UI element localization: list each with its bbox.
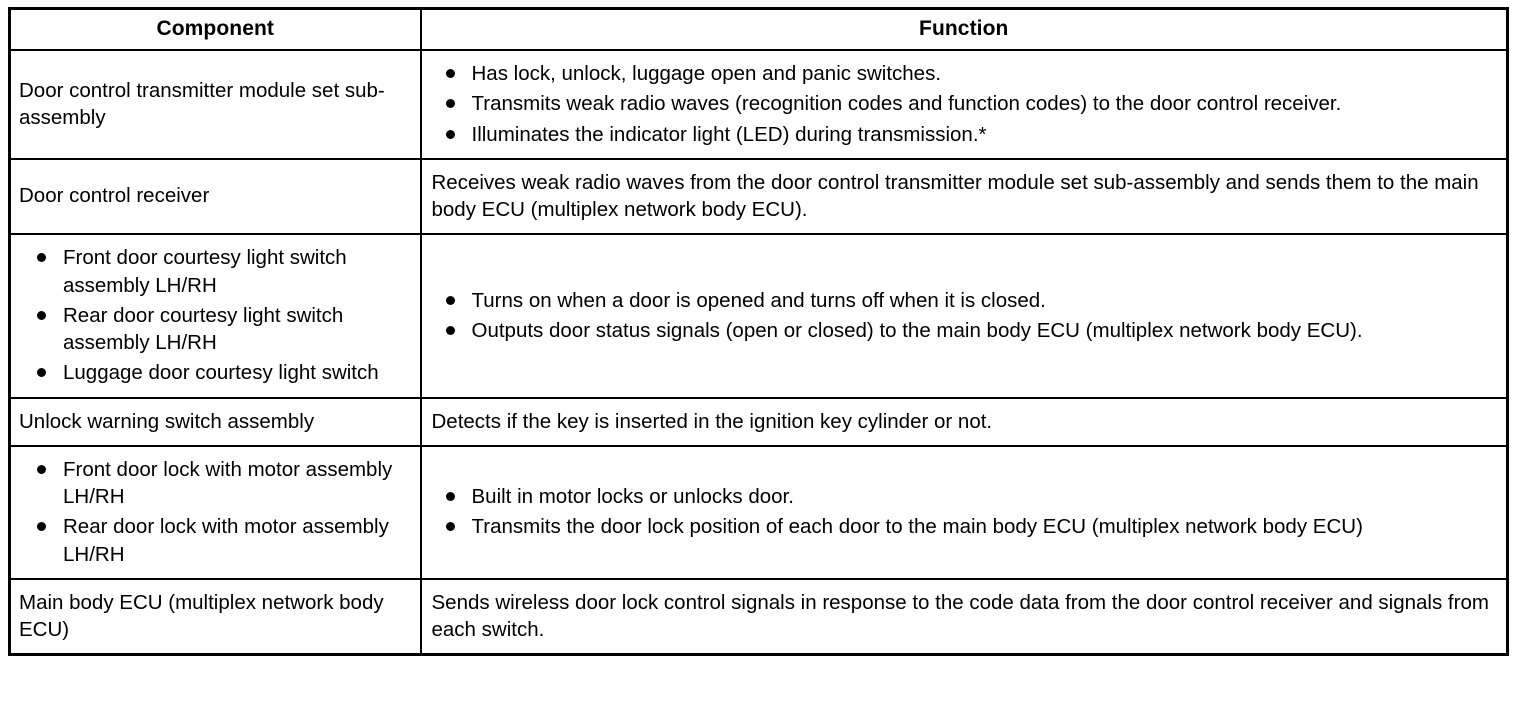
column-header-component: Component [8, 7, 422, 51]
bullet-icon [37, 522, 46, 532]
table-header: Component Function [8, 7, 1509, 51]
table-row: Front door lock with motor assembly LH/R… [8, 444, 1509, 580]
cell-component: Front door courtesy light switch assembl… [8, 233, 422, 399]
list-item-label: Built in motor locks or unlocks door. [471, 485, 794, 508]
table-row: Front door courtesy light switch assembl… [8, 233, 1509, 399]
list-item-label: Turns on when a door is opened and turns… [471, 288, 1046, 312]
table-row: Main body ECU (multiplex network body EC… [8, 577, 1509, 656]
list-item: Has lock, unlock, luggage open and panic… [432, 60, 1497, 87]
list-item-label: Front door courtesy light switch assembl… [63, 246, 347, 297]
list-item-label: Rear door lock with motor assembly LH/RH [63, 515, 389, 566]
cell-function: Built in motor locks or unlocks door. Tr… [419, 444, 1509, 580]
list-item-label: Illuminates the indicator light (LED) du… [471, 122, 987, 146]
list-item-label: Transmits the door lock position of each… [471, 515, 1363, 539]
list-item: Front door courtesy light switch assembl… [21, 244, 410, 299]
list-item: Built in motor locks or unlocks door. [432, 483, 1497, 510]
list-item: Rear door lock with motor assembly LH/RH [21, 513, 410, 568]
cell-component: Door control receiver [8, 157, 422, 236]
table-body: Door control transmitter module set sub-… [8, 49, 1509, 656]
list-item-label: Transmits weak radio waves (recognition … [471, 92, 1342, 116]
bullet-icon [37, 310, 46, 320]
list-item: Turns on when a door is opened and turns… [432, 287, 1497, 314]
function-bullet-list: Turns on when a door is opened and turns… [432, 287, 1497, 345]
cell-function: Has lock, unlock, luggage open and panic… [419, 49, 1509, 160]
list-item: Transmits weak radio waves (recognition … [432, 90, 1497, 117]
cell-function: Turns on when a door is opened and turns… [419, 233, 1509, 399]
cell-function: Receives weak radio waves from the door … [419, 157, 1509, 236]
table-row: Door control receiver Receives weak radi… [8, 157, 1509, 236]
cell-component: Main body ECU (multiplex network body EC… [8, 577, 422, 656]
list-item-label: Front door lock with motor assembly LH/R… [63, 457, 393, 508]
bullet-icon [445, 69, 455, 78]
list-item: Rear door courtesy light switch assembly… [21, 302, 410, 357]
bullet-icon [445, 325, 455, 335]
bullet-icon [445, 522, 455, 532]
function-bullet-list: Has lock, unlock, luggage open and panic… [432, 60, 1497, 148]
bullet-icon [445, 492, 455, 501]
bullet-icon [37, 253, 46, 263]
bullet-icon [445, 99, 455, 109]
cell-component: Door control transmitter module set sub-… [8, 49, 422, 160]
list-item: Illuminates the indicator light (LED) du… [432, 121, 1497, 148]
bullet-icon [445, 295, 455, 305]
bullet-icon [37, 368, 46, 378]
function-bullet-list: Built in motor locks or unlocks door. Tr… [432, 483, 1497, 541]
cell-component: Front door lock with motor assembly LH/R… [8, 444, 422, 580]
component-bullet-list: Front door courtesy light switch assembl… [21, 244, 410, 386]
list-item: Luggage door courtesy light switch [21, 359, 410, 386]
bullet-icon [37, 464, 46, 474]
list-item: Transmits the door lock position of each… [432, 513, 1497, 540]
column-header-function: Function [419, 7, 1509, 51]
list-item-label: Rear door courtesy light switch assembly… [63, 303, 344, 354]
list-item: Front door lock with motor assembly LH/R… [21, 456, 410, 511]
bullet-icon [445, 129, 455, 139]
table-row: Door control transmitter module set sub-… [8, 49, 1509, 160]
table-row: Unlock warning switch assembly Detects i… [8, 396, 1509, 447]
list-item-label: Luggage door courtesy light switch [63, 361, 379, 385]
cell-function: Detects if the key is inserted in the ig… [419, 396, 1509, 447]
cell-component: Unlock warning switch assembly [8, 396, 422, 447]
component-bullet-list: Front door lock with motor assembly LH/R… [21, 456, 410, 568]
cell-function: Sends wireless door lock control signals… [419, 577, 1509, 656]
list-item-label: Outputs door status signals (open or clo… [471, 318, 1363, 342]
list-item-label: Has lock, unlock, luggage open and panic… [471, 62, 942, 85]
list-item: Outputs door status signals (open or clo… [432, 317, 1497, 344]
table-header-row: Component Function [8, 7, 1509, 51]
component-function-table: Component Function Door control transmit… [8, 7, 1509, 657]
